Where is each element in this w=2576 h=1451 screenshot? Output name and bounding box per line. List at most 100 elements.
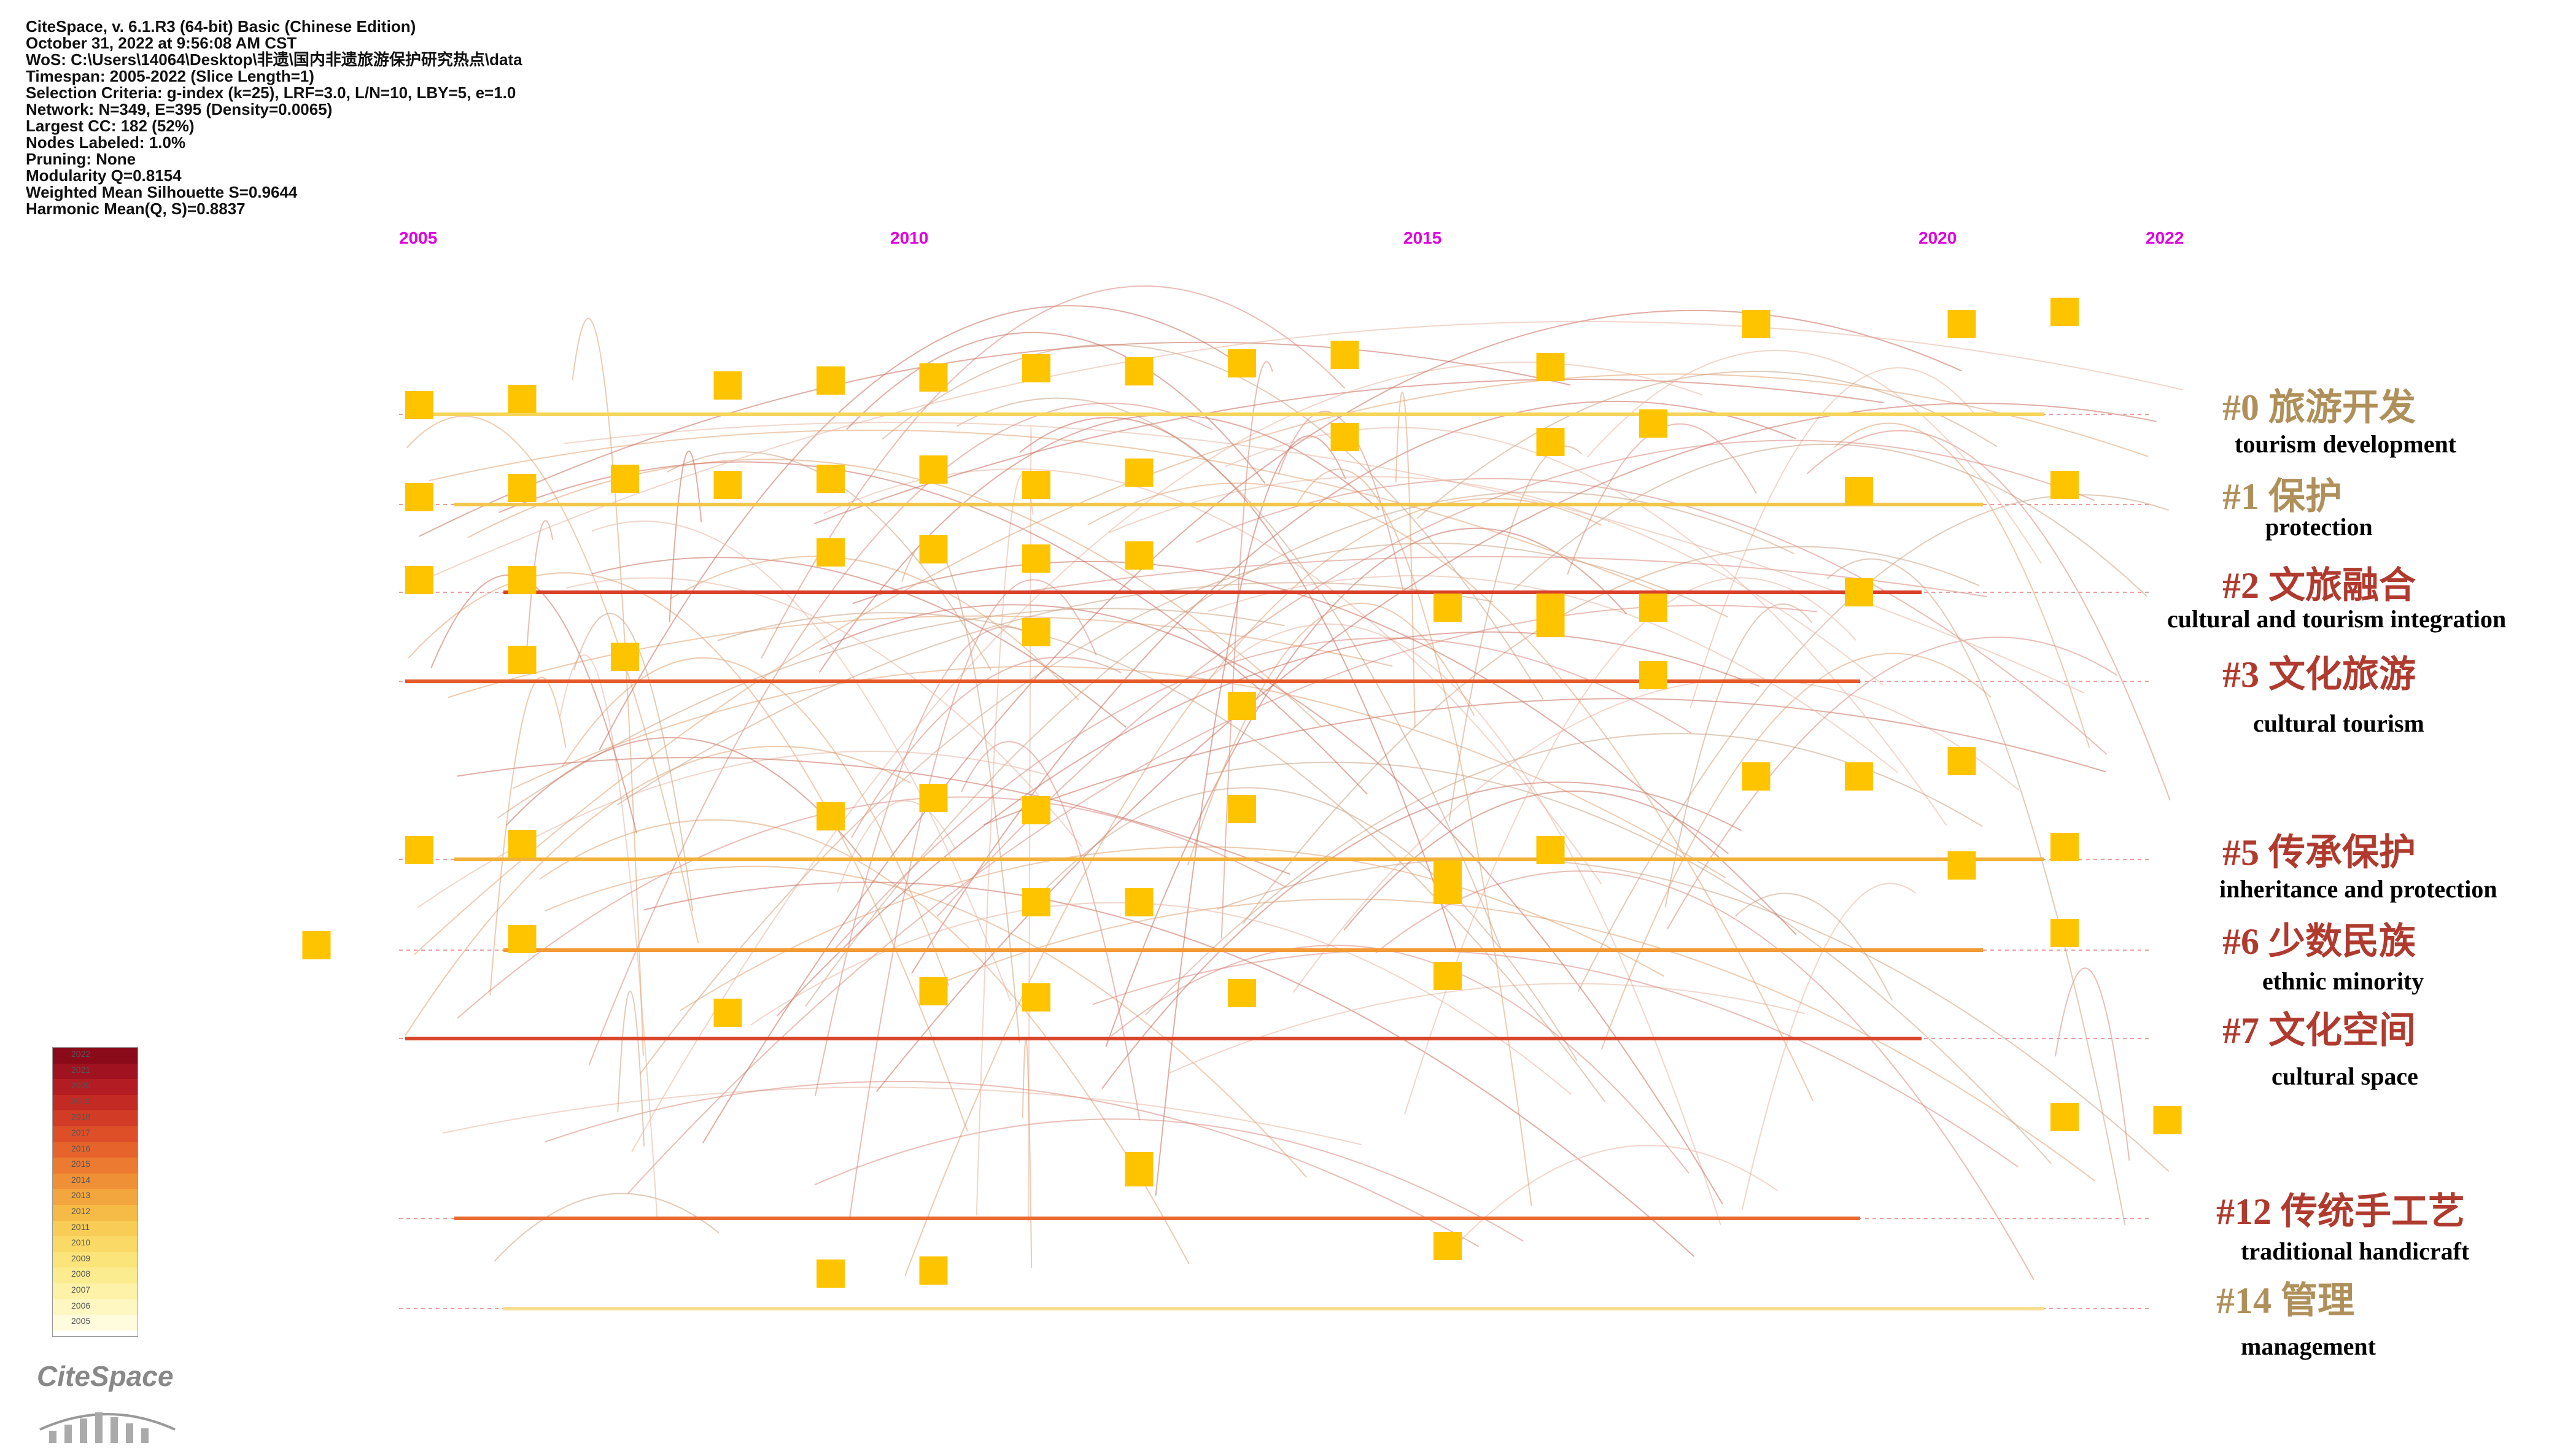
cluster-label-1: #1 保护 bbox=[2222, 466, 2342, 520]
cluster-label-0: #0 旅游开发 bbox=[2222, 377, 2416, 431]
citation-arc bbox=[1105, 527, 1627, 1048]
citation-arc bbox=[1513, 443, 2148, 597]
colorbar-year: 2014 bbox=[71, 1174, 91, 1185]
keyword-node bbox=[1845, 578, 1873, 606]
cluster-id: #14 管理 bbox=[2216, 1280, 2354, 1321]
citation-arc bbox=[936, 439, 2095, 918]
citation-arc bbox=[846, 331, 1266, 484]
keyword-node bbox=[919, 977, 948, 1005]
meta-line: Modularity Q=0.8154 bbox=[26, 166, 182, 185]
citation-arc bbox=[1092, 949, 2019, 1167]
colorbar-cell: 2022 bbox=[53, 1048, 138, 1064]
colorbar-cell: 2005 bbox=[53, 1315, 138, 1331]
citation-arc bbox=[456, 757, 1290, 875]
citation-arc bbox=[1404, 577, 1856, 1115]
citation-arc bbox=[505, 737, 863, 859]
citation-arc bbox=[539, 819, 1190, 1264]
cluster-english: cultural and tourism integration bbox=[2167, 605, 2507, 633]
keyword-node bbox=[713, 999, 742, 1027]
colorbar-cell: 2006 bbox=[53, 1299, 138, 1315]
logo-graphic bbox=[39, 1412, 176, 1443]
keyword-node bbox=[2050, 298, 2079, 326]
citation-arc bbox=[776, 631, 1759, 1017]
citation-arc bbox=[429, 429, 1665, 595]
keyword-node bbox=[1022, 354, 1050, 382]
meta-line: Weighted Mean Silhouette S=0.9644 bbox=[26, 183, 298, 201]
citation-arc bbox=[448, 615, 1393, 698]
colorbar-year: 2010 bbox=[71, 1237, 91, 1248]
keyword-node bbox=[1742, 310, 1771, 338]
colorbar-year: 2007 bbox=[71, 1284, 91, 1294]
keyword-node bbox=[1022, 471, 1050, 499]
keyword-node bbox=[2050, 833, 2079, 861]
citation-arc bbox=[430, 320, 2184, 578]
cluster-english: tourism development bbox=[2235, 430, 2457, 458]
citation-arc bbox=[1111, 945, 1690, 1174]
citation-arc bbox=[669, 451, 702, 622]
keyword-node bbox=[611, 465, 639, 493]
cluster-en-3: cultural tourism bbox=[2253, 709, 2424, 738]
citation-arc bbox=[1087, 482, 1814, 1102]
colorbar-year: 2017 bbox=[71, 1127, 91, 1137]
citation-arc bbox=[836, 800, 956, 893]
cluster-en-2: cultural and tourism integration bbox=[2167, 605, 2506, 633]
cluster-english: inheritance and protection bbox=[2219, 875, 2497, 903]
keyword-node bbox=[508, 385, 537, 413]
citation-arc bbox=[1243, 546, 1980, 924]
citation-arc bbox=[1600, 652, 1992, 1050]
citation-arc bbox=[591, 520, 1011, 1002]
colorbar-year: 2018 bbox=[71, 1112, 91, 1122]
citation-arc bbox=[457, 796, 1287, 1019]
colorbar-cell: 2012 bbox=[53, 1204, 138, 1221]
keyword-node bbox=[405, 566, 433, 594]
colorbar-year: 2012 bbox=[71, 1205, 91, 1216]
cluster-en-6: ethnic minority bbox=[2262, 967, 2424, 996]
citation-arcs bbox=[405, 285, 2184, 1280]
citation-arc bbox=[643, 881, 1695, 1257]
colorbar-year: 2013 bbox=[71, 1190, 91, 1201]
cluster-label-12: #12 传统手工艺 bbox=[2216, 1182, 2465, 1235]
meta-line: Pruning: None bbox=[26, 150, 136, 168]
colorbar-cell: 2017 bbox=[53, 1126, 138, 1142]
cluster-english: cultural space bbox=[2271, 1062, 2418, 1090]
cluster-id: #1 保护 bbox=[2222, 476, 2342, 517]
citation-arc bbox=[852, 560, 1797, 935]
citation-arc bbox=[1036, 787, 1578, 1061]
keyword-node bbox=[1433, 962, 1462, 990]
keyword-node bbox=[302, 931, 331, 959]
citation-arc bbox=[805, 491, 1794, 1007]
citation-arc bbox=[408, 572, 968, 1132]
metadata-panel: CiteSpace, v. 6.1.R3 (64-bit) Basic (Chi… bbox=[26, 18, 522, 217]
colorbar-cell: 2007 bbox=[53, 1283, 138, 1299]
citation-arc bbox=[1826, 558, 2126, 1226]
keyword-node bbox=[1330, 423, 1359, 451]
meta-line: Network: N=349, E=395 (Density=0.0065) bbox=[26, 100, 333, 118]
citation-arc bbox=[819, 604, 1723, 1205]
year-label: 2010 bbox=[890, 228, 929, 247]
keyword-node bbox=[1022, 888, 1050, 916]
citation-arc bbox=[418, 341, 1571, 537]
keyword-node bbox=[919, 455, 948, 484]
citation-arc bbox=[559, 654, 658, 1218]
citation-arc bbox=[1220, 361, 1273, 939]
citation-arc bbox=[639, 543, 1729, 1075]
cluster-id: #2 文旅融合 bbox=[2222, 565, 2416, 606]
keyword-node bbox=[405, 391, 433, 419]
cluster-en-0: tourism development bbox=[2235, 430, 2456, 459]
citation-arc bbox=[669, 555, 1079, 701]
keyword-node bbox=[817, 366, 845, 395]
keyword-node bbox=[1536, 428, 1565, 456]
citation-arc bbox=[526, 520, 554, 649]
citation-arc bbox=[1577, 494, 2169, 992]
citation-arc bbox=[1019, 417, 1457, 950]
citation-arc bbox=[882, 344, 1544, 700]
keyword-node bbox=[1742, 762, 1771, 791]
citation-arc bbox=[961, 741, 1141, 1121]
colorbar-cell: 2010 bbox=[53, 1236, 138, 1252]
citation-arc bbox=[497, 608, 1285, 819]
citation-arc bbox=[1442, 1145, 1779, 1260]
keyword-node bbox=[611, 643, 639, 671]
citation-arc bbox=[627, 605, 1818, 1194]
citation-arc bbox=[573, 613, 694, 911]
